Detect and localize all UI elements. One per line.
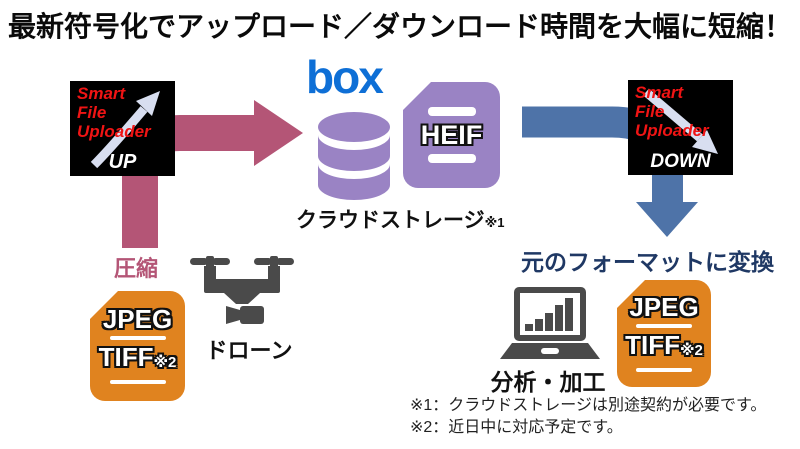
product-name-line: Uploader xyxy=(77,122,151,141)
product-name-line: File xyxy=(635,102,665,121)
product-name-line: Uploader xyxy=(635,121,709,140)
tiff-format-label: TIFF※2 xyxy=(98,342,177,372)
note-ref-2: ※2 xyxy=(153,354,177,371)
result-file-icon: JPEG TIFF※2 xyxy=(617,280,711,387)
divider xyxy=(636,323,692,328)
heif-file-icon: HEIF xyxy=(403,82,500,188)
down-direction-label: DOWN xyxy=(650,151,711,172)
up-direction-label: UP xyxy=(108,151,137,173)
convert-label: 元のフォーマットに変換 xyxy=(521,249,774,275)
database-icon xyxy=(318,112,390,200)
jpeg-format-label: JPEG xyxy=(102,304,173,334)
heif-format-label: HEIF xyxy=(420,120,483,150)
product-name-line: Smart xyxy=(77,84,126,103)
product-name-line: File xyxy=(77,103,107,122)
footnote-2: ※2：近日中に対応予定です。 xyxy=(410,419,623,436)
divider xyxy=(109,336,166,340)
note-ref-2: ※2 xyxy=(679,341,703,359)
divider xyxy=(109,380,166,384)
footnotes: ※1：クラウドストレージは別途契約が必要です。 ※2：近日中に対応予定です。 xyxy=(410,395,766,439)
document-line xyxy=(427,154,476,163)
product-name: Smart File Uploader xyxy=(635,83,709,140)
uploader-down-badge: Smart File Uploader DOWN xyxy=(628,80,733,175)
jpeg-format-label: JPEG xyxy=(629,291,699,322)
laptop-analytics-icon xyxy=(500,287,600,359)
uploader-up-badge: Smart File Uploader UP xyxy=(70,81,175,176)
compress-label: 圧縮 xyxy=(113,256,158,281)
box-logo: box xyxy=(306,51,384,103)
cloud-storage-label: クラウドストレージ※1 xyxy=(296,209,505,232)
note-ref-1: ※1 xyxy=(484,215,505,230)
down-trend-arrow-icon xyxy=(643,88,718,154)
page-title: 最新符号化でアップロード／ダウンロード時間を大幅に短縮！ xyxy=(8,11,793,42)
source-file-icon: JPEG TIFF※2 xyxy=(90,291,185,401)
drone-label: ドローン xyxy=(205,338,293,363)
bar-chart-icon xyxy=(525,298,573,331)
tiff-format-label: TIFF※2 xyxy=(625,329,703,360)
product-name: Smart File Uploader xyxy=(77,84,151,141)
footnote-1: ※1：クラウドストレージは別途契約が必要です。 xyxy=(410,397,767,414)
drone-icon xyxy=(190,256,294,324)
analysis-label: 分析・加工 xyxy=(490,369,606,395)
product-name-line: Smart xyxy=(635,83,684,102)
up-trend-arrow-icon xyxy=(90,91,160,169)
document-line xyxy=(427,107,476,116)
divider xyxy=(636,367,692,372)
